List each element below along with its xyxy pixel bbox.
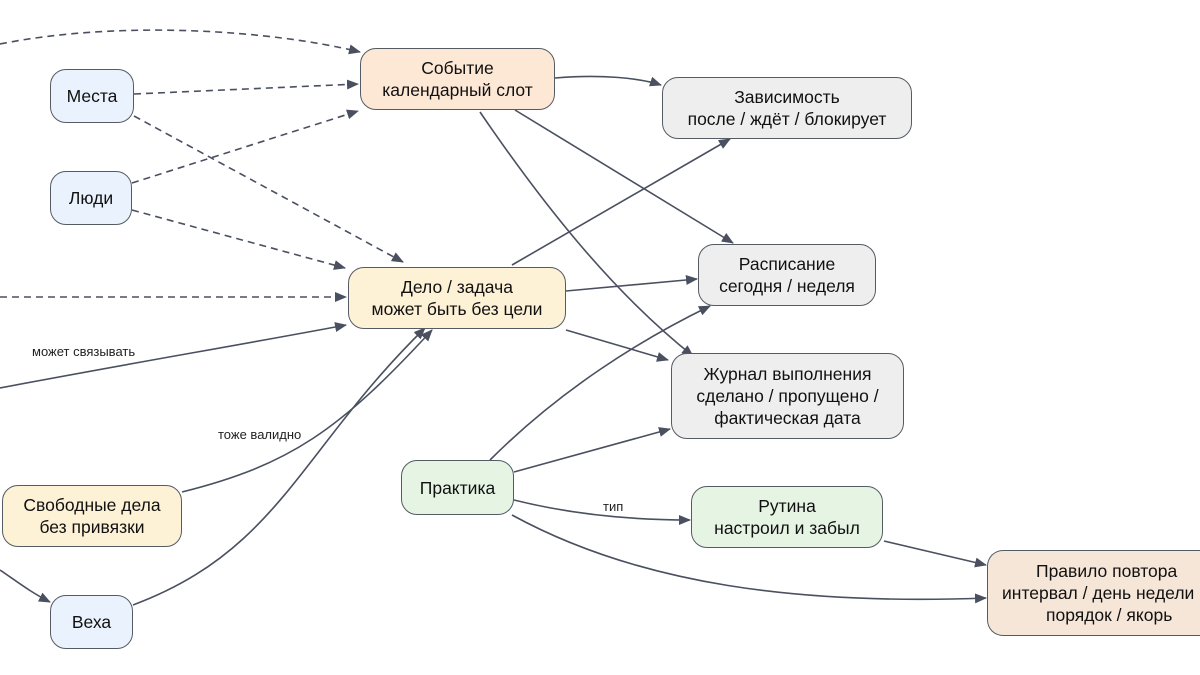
node-free-tasks: Свободные дела без привязки: [2, 485, 182, 547]
node-repeat-rule-line2: интервал / день недели: [1002, 583, 1195, 603]
node-routine: Рутина настроил и забыл: [691, 486, 883, 548]
node-task-line1: Дело / задача: [401, 277, 513, 297]
node-log-line3: фактическая дата: [714, 408, 861, 428]
node-repeat-rule-line1: Правило повтора: [1036, 561, 1178, 581]
node-places: Места: [50, 69, 134, 123]
node-repeat-rule: Правило повтора интервал / день недели п…: [987, 550, 1200, 636]
node-log-line2: сделано / пропущено /: [696, 386, 879, 406]
node-routine-line1: Рутина: [758, 496, 816, 516]
node-log: Журнал выполнения сделано / пропущено / …: [671, 353, 904, 439]
edge-label-type: тип: [603, 499, 624, 514]
node-log-line1: Журнал выполнения: [703, 364, 872, 384]
node-task-line2: может быть без цели: [371, 299, 543, 319]
node-repeat-rule-line3: порядок / якорь: [1046, 605, 1173, 625]
node-dependency: Зависимость после / ждёт / блокирует: [662, 77, 912, 139]
node-event-line2: календарный слот: [382, 80, 533, 100]
node-places-label: Места: [66, 86, 118, 106]
edge-event-to-dependency: [554, 75, 662, 87]
node-practice-label: Практика: [419, 477, 496, 498]
edge-task-to-schedule: [565, 275, 698, 292]
edge-places-to-task: [133, 115, 404, 263]
edge-offscreen-to-milestone: [0, 569, 51, 603]
edge-event-to-schedule: [514, 109, 734, 244]
edge-event-to-log: [479, 111, 694, 357]
edge-can-link-to-task: [0, 322, 347, 389]
edge-routine-to-repeat-rule: [883, 540, 987, 568]
edge-people-to-event: [131, 109, 359, 184]
edge-places-to-event: [133, 79, 359, 95]
node-schedule-line1: Расписание: [738, 254, 836, 274]
node-free-tasks-line1: Свободные дела: [23, 495, 161, 515]
edge-task-to-log: [565, 329, 669, 362]
node-people-label: Люди: [68, 188, 114, 208]
node-schedule: Расписание сегодня / неделя: [698, 244, 876, 306]
node-milestone-label: Веха: [71, 612, 112, 632]
node-dependency-line2: после / ждёт / блокирует: [687, 109, 887, 129]
edge-label-can-link: может связывать: [32, 344, 136, 359]
node-practice: Практика: [401, 460, 514, 515]
edge-free-tasks-to-task: [181, 329, 433, 493]
edge-practice-to-schedule: [489, 305, 711, 461]
edge-practice-to-repeat-rule: [511, 514, 987, 604]
node-task: Дело / задача может быть без цели: [348, 267, 566, 329]
node-free-tasks-line2: без привязки: [39, 517, 145, 537]
edge-milestone-to-task: [132, 327, 426, 606]
edge-practice-to-routine: [513, 499, 691, 525]
edge-label-also-valid: тоже валидно: [218, 427, 302, 442]
node-schedule-line2: сегодня / неделя: [719, 276, 855, 296]
edge-people-to-task: [131, 209, 346, 270]
node-people: Люди: [50, 171, 132, 225]
node-milestone: Веха: [50, 595, 133, 649]
edge-task-to-dependency: [511, 138, 731, 266]
edge-offscreen-to-event: [0, 29, 361, 55]
edge-practice-to-log: [513, 427, 671, 473]
node-event: Событие календарный слот: [360, 48, 555, 110]
node-dependency-line1: Зависимость: [734, 87, 840, 107]
node-event-line1: Событие: [421, 58, 494, 78]
node-routine-line2: настроил и забыл: [714, 518, 860, 538]
